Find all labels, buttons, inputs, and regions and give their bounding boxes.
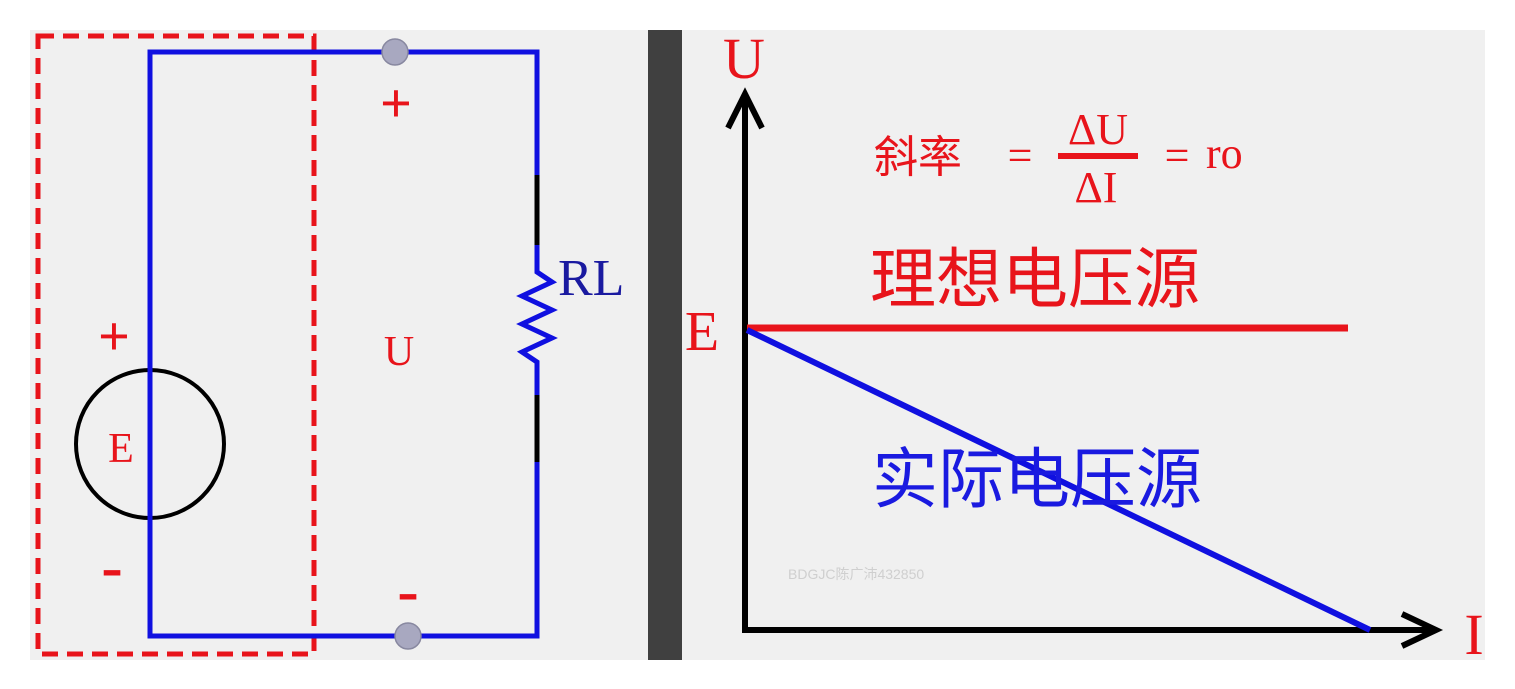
terminal-voltage-label: U: [384, 329, 414, 375]
formula-equals-1: =: [1008, 131, 1033, 180]
formula-numerator: ΔU: [1068, 105, 1128, 154]
load-resistor-label: RL: [558, 250, 624, 307]
canvas-background: [30, 30, 1485, 660]
x-axis-arrowhead: [1400, 611, 1444, 649]
top-wire: [147, 49, 540, 345]
terminal-minus-sign: -: [397, 555, 418, 626]
real-source-line: [745, 327, 1372, 633]
bottom-terminal: [394, 622, 422, 650]
ui-graph-panel: U I E 斜率 = ΔU ΔI = ro 理想电压源 实际电压源 BDGJC陈…: [685, 26, 1484, 667]
x-axis-label: I: [1464, 602, 1483, 667]
terminal-plus-sign: +: [380, 73, 412, 135]
ideal-source-label: 理想电压源: [870, 241, 1200, 318]
top-terminal: [381, 38, 409, 66]
source-minus-sign: -: [101, 531, 122, 602]
load-resistor: [516, 245, 558, 395]
formula-fraction-bar: [1058, 153, 1138, 159]
watermark: BDGJC陈广沛432850: [788, 566, 924, 582]
formula-result: ro: [1206, 129, 1243, 178]
formula-equals-2: =: [1165, 131, 1190, 180]
source-boundary-box: [35, 33, 317, 657]
source-label: E: [108, 426, 134, 472]
slope-formula: 斜率 = ΔU ΔI = ro: [874, 105, 1243, 212]
formula-slope-word: 斜率: [874, 132, 962, 183]
intercept-label: E: [685, 301, 719, 363]
panel-divider: [648, 30, 682, 660]
y-axis-arrowhead: [725, 87, 765, 130]
formula-denominator: ΔI: [1075, 163, 1118, 212]
y-axis-label: U: [723, 26, 765, 91]
circuit-panel: E + - + - U RL: [35, 33, 624, 657]
real-source-label: 实际电压源: [872, 441, 1202, 518]
source-plus-sign: +: [98, 306, 130, 368]
